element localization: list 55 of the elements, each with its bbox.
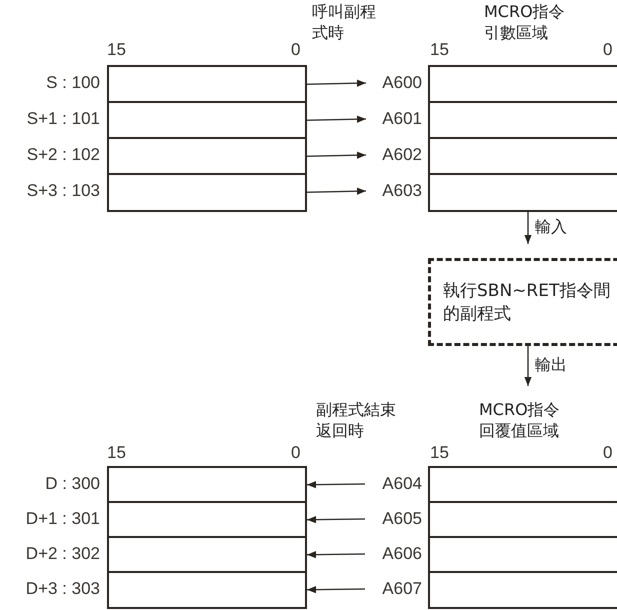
register-address: A603 — [368, 179, 422, 203]
bit-number: 0 — [291, 40, 302, 60]
register-cell — [428, 65, 617, 104]
arrow — [306, 116, 366, 123]
arrow — [307, 586, 365, 594]
arrow — [307, 516, 365, 524]
register-label: D+2 : 302 — [24, 544, 100, 564]
arrow — [524, 346, 532, 386]
register-cell — [107, 571, 307, 608]
register-address: A601 — [368, 107, 422, 131]
register-label: D+3 : 303 — [24, 579, 100, 599]
register-cell — [107, 466, 307, 504]
register-address: A600 — [368, 71, 422, 95]
register-cell — [428, 173, 617, 212]
bit-number: 0 — [291, 443, 302, 463]
register-label: S+1 : 101 — [26, 109, 100, 129]
register-label: S : 100 — [45, 73, 100, 93]
bit-number: 0 — [603, 40, 614, 60]
area-caption: MCRO指令引數區域 — [484, 2, 566, 44]
register-label: D+1 : 301 — [24, 509, 100, 529]
arrow — [307, 551, 365, 558]
register-label: S+2 : 102 — [26, 145, 100, 165]
bit-number: 15 — [430, 443, 450, 463]
register-address: A606 — [368, 542, 422, 566]
register-cell — [107, 173, 307, 212]
register-address: A605 — [368, 507, 422, 531]
bit-number: 15 — [107, 443, 127, 463]
bit-number: 0 — [603, 443, 614, 463]
arrow — [306, 80, 366, 87]
bit-number: 15 — [107, 40, 127, 60]
register-cell — [107, 137, 307, 176]
register-cell — [107, 501, 307, 538]
register-label: D : 300 — [44, 474, 100, 494]
register-address: A604 — [368, 472, 422, 496]
register-cell — [428, 466, 617, 504]
register-address: A602 — [368, 143, 422, 167]
arrow — [306, 188, 366, 195]
arrow — [307, 481, 365, 488]
register-cell — [428, 571, 617, 608]
area-caption: 呼叫副程式時 — [312, 2, 376, 44]
register-cell — [428, 536, 617, 574]
area-caption: MCRO指令回覆值區域 — [479, 400, 564, 442]
arrow — [306, 152, 366, 159]
register-address: A607 — [368, 577, 422, 601]
register-cell — [107, 101, 307, 140]
register-label: S+3 : 103 — [26, 181, 100, 201]
arrow — [524, 212, 532, 244]
register-cell — [428, 137, 617, 176]
area-caption: 副程式結束返回時 — [316, 400, 397, 442]
register-cell — [107, 65, 307, 104]
register-cell — [107, 536, 307, 574]
subroutine-box: 執行SBN~RET指令間的副程式 — [428, 258, 617, 346]
register-cell — [428, 501, 617, 538]
bit-number: 15 — [430, 40, 450, 60]
register-cell — [428, 101, 617, 140]
